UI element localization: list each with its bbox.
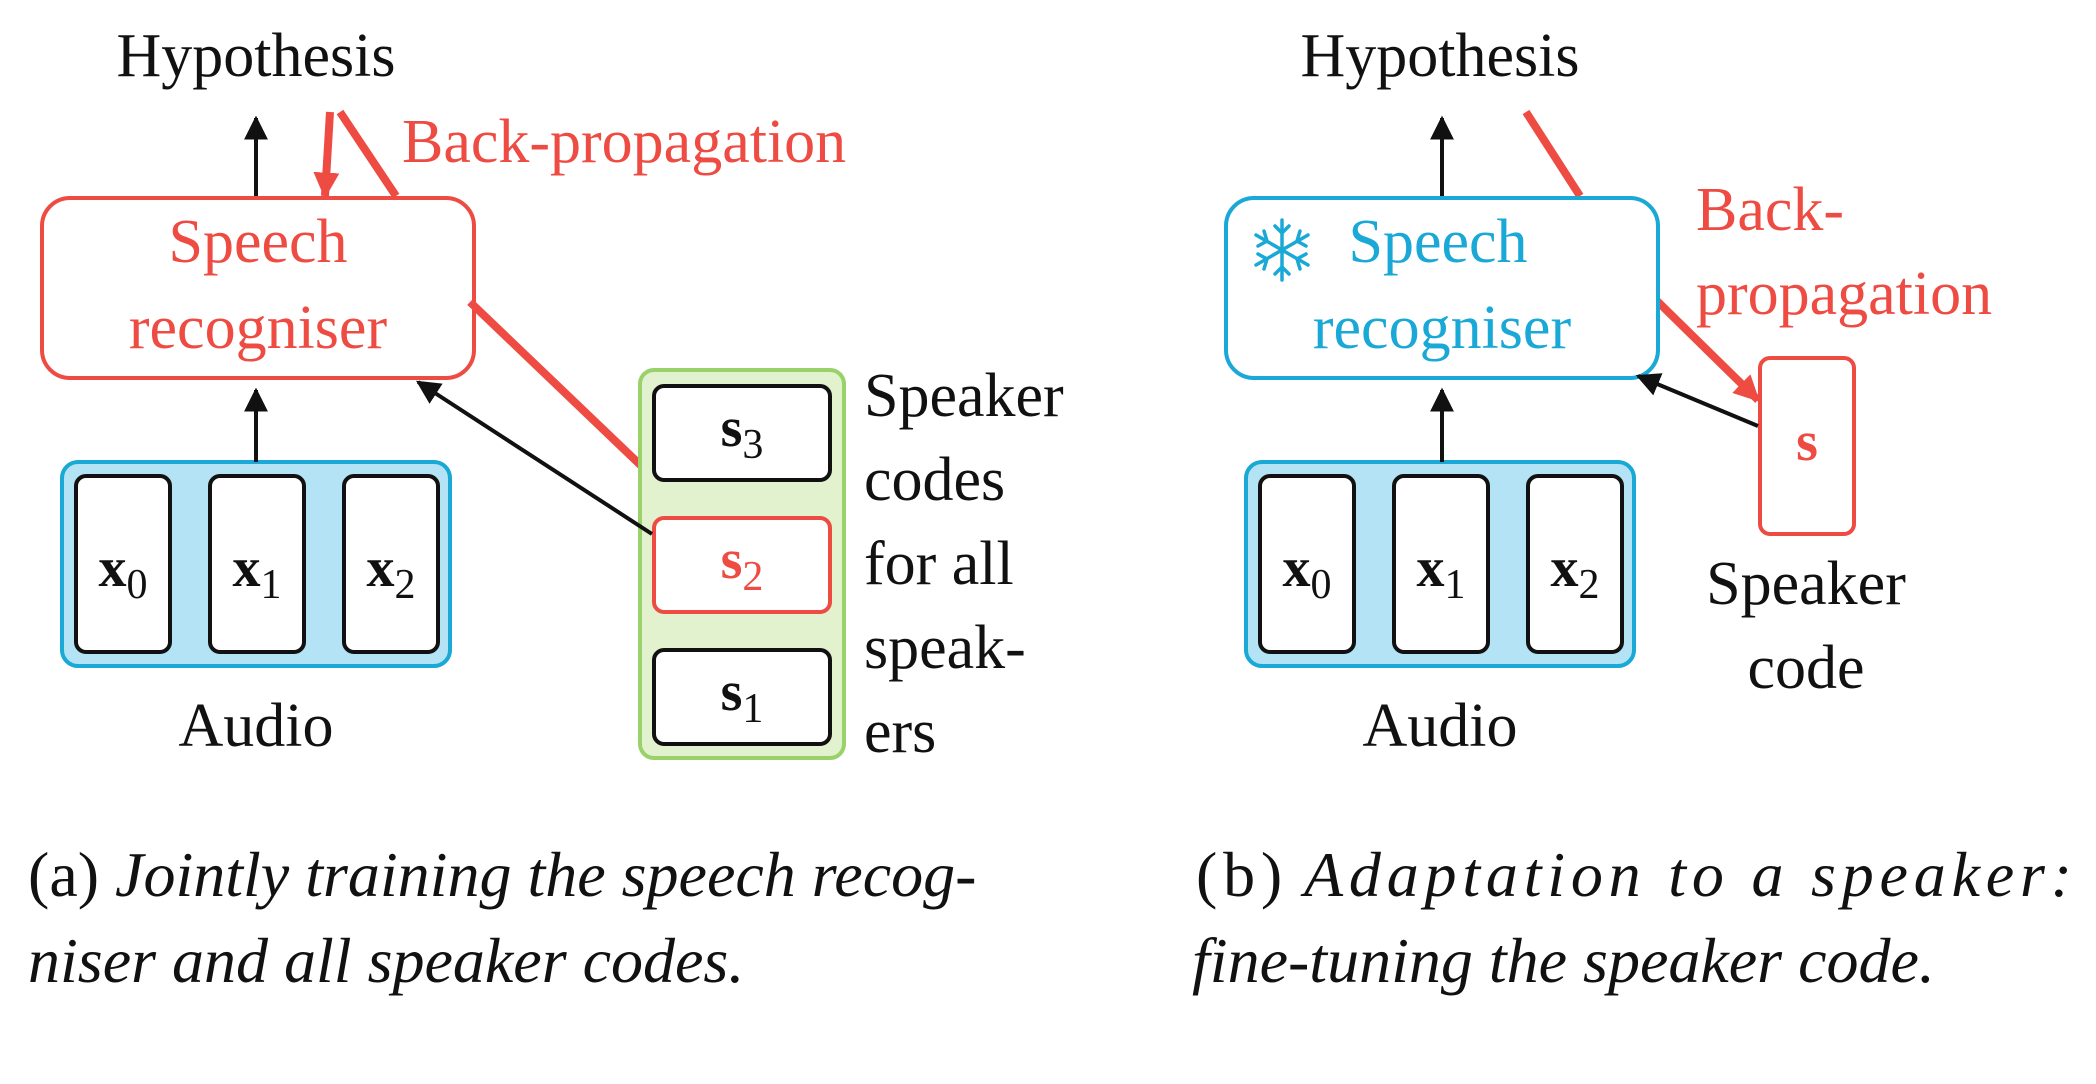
frame-x2-label-b: x2 [1551, 537, 1600, 608]
frame-x1-a [208, 474, 306, 654]
backprop-stroke-a [336, 109, 400, 199]
frame-x1-label-a: x1 [233, 537, 282, 608]
frame-x2-label-a: x2 [367, 537, 416, 608]
hypothesis-label-b: Hypothesis [1301, 22, 1580, 90]
backprop-stroke-b [1522, 109, 1584, 199]
frame-x1-label-b: x1 [1417, 537, 1466, 608]
panel-a: Hypothesis Back-propagation Speech recog… [28, 22, 1079, 996]
code-s2-a [652, 516, 832, 614]
caption-a-line1: (a)Jointly training the speech recog- [28, 839, 976, 910]
frame-x0-label-b: x0 [1283, 537, 1332, 608]
frame-x0-label-a: x0 [99, 537, 148, 608]
speech-recogniser-line2-a: recogniser [129, 294, 388, 362]
backprop-label-a: Back-propagation [402, 108, 846, 176]
speech-recogniser-box-b [1224, 196, 1660, 380]
backprop-to-code-arrow-b [1649, 293, 1761, 403]
speech-recogniser-line1-b: Speech [1348, 208, 1527, 276]
speech-recogniser-box-a [40, 196, 476, 380]
speaker-code-caption-b-line2: code [1747, 634, 1864, 702]
code-s3-label-a: s3 [721, 397, 764, 468]
audio-label-b: Audio [1363, 692, 1518, 760]
frame-x0-b [1258, 474, 1356, 654]
backprop-label-b-line1: Back- [1696, 176, 1844, 244]
snowflake-icon [1254, 218, 1310, 282]
caption-b-line1: (b)Adaptation to a speaker: [1196, 839, 2072, 910]
frame-x0-a [74, 474, 172, 654]
code-s2-label-a: s2 [721, 529, 764, 600]
backprop-label-b-line2: propagation [1696, 260, 1992, 328]
code-to-recogniser-arrow-a [415, 380, 654, 536]
caption-a-line2: niser and all speaker codes. [28, 925, 744, 996]
caption-b-line2: fine-tuning the speaker code. [1192, 925, 1935, 996]
audio-label-a: Audio [179, 692, 334, 760]
speaker-code-box-b [1758, 356, 1856, 536]
frame-x2-b [1526, 474, 1624, 654]
frame-x1-b [1392, 474, 1490, 654]
code-s3-a [652, 384, 832, 482]
hypothesis-label-a: Hypothesis [117, 22, 396, 90]
code-s1-a [652, 648, 832, 746]
speech-recogniser-line1-a: Speech [168, 208, 347, 276]
speaker-code-label-b: s [1796, 411, 1818, 473]
code-to-recogniser-arrow-b [1635, 373, 1759, 428]
panel-b: Hypothesis Back- propagation Speech reco… [1192, 22, 2072, 996]
speech-recogniser-line2-b: recogniser [1313, 294, 1572, 362]
speaker-codes-label-a: Speaker codes for all speak- ers [864, 362, 1079, 766]
frame-x2-a [342, 474, 440, 654]
backprop-down-arrow-a [313, 111, 340, 199]
speaker-code-caption-b-line1: Speaker [1706, 550, 1906, 618]
code-s1-label-a: s1 [721, 661, 764, 732]
